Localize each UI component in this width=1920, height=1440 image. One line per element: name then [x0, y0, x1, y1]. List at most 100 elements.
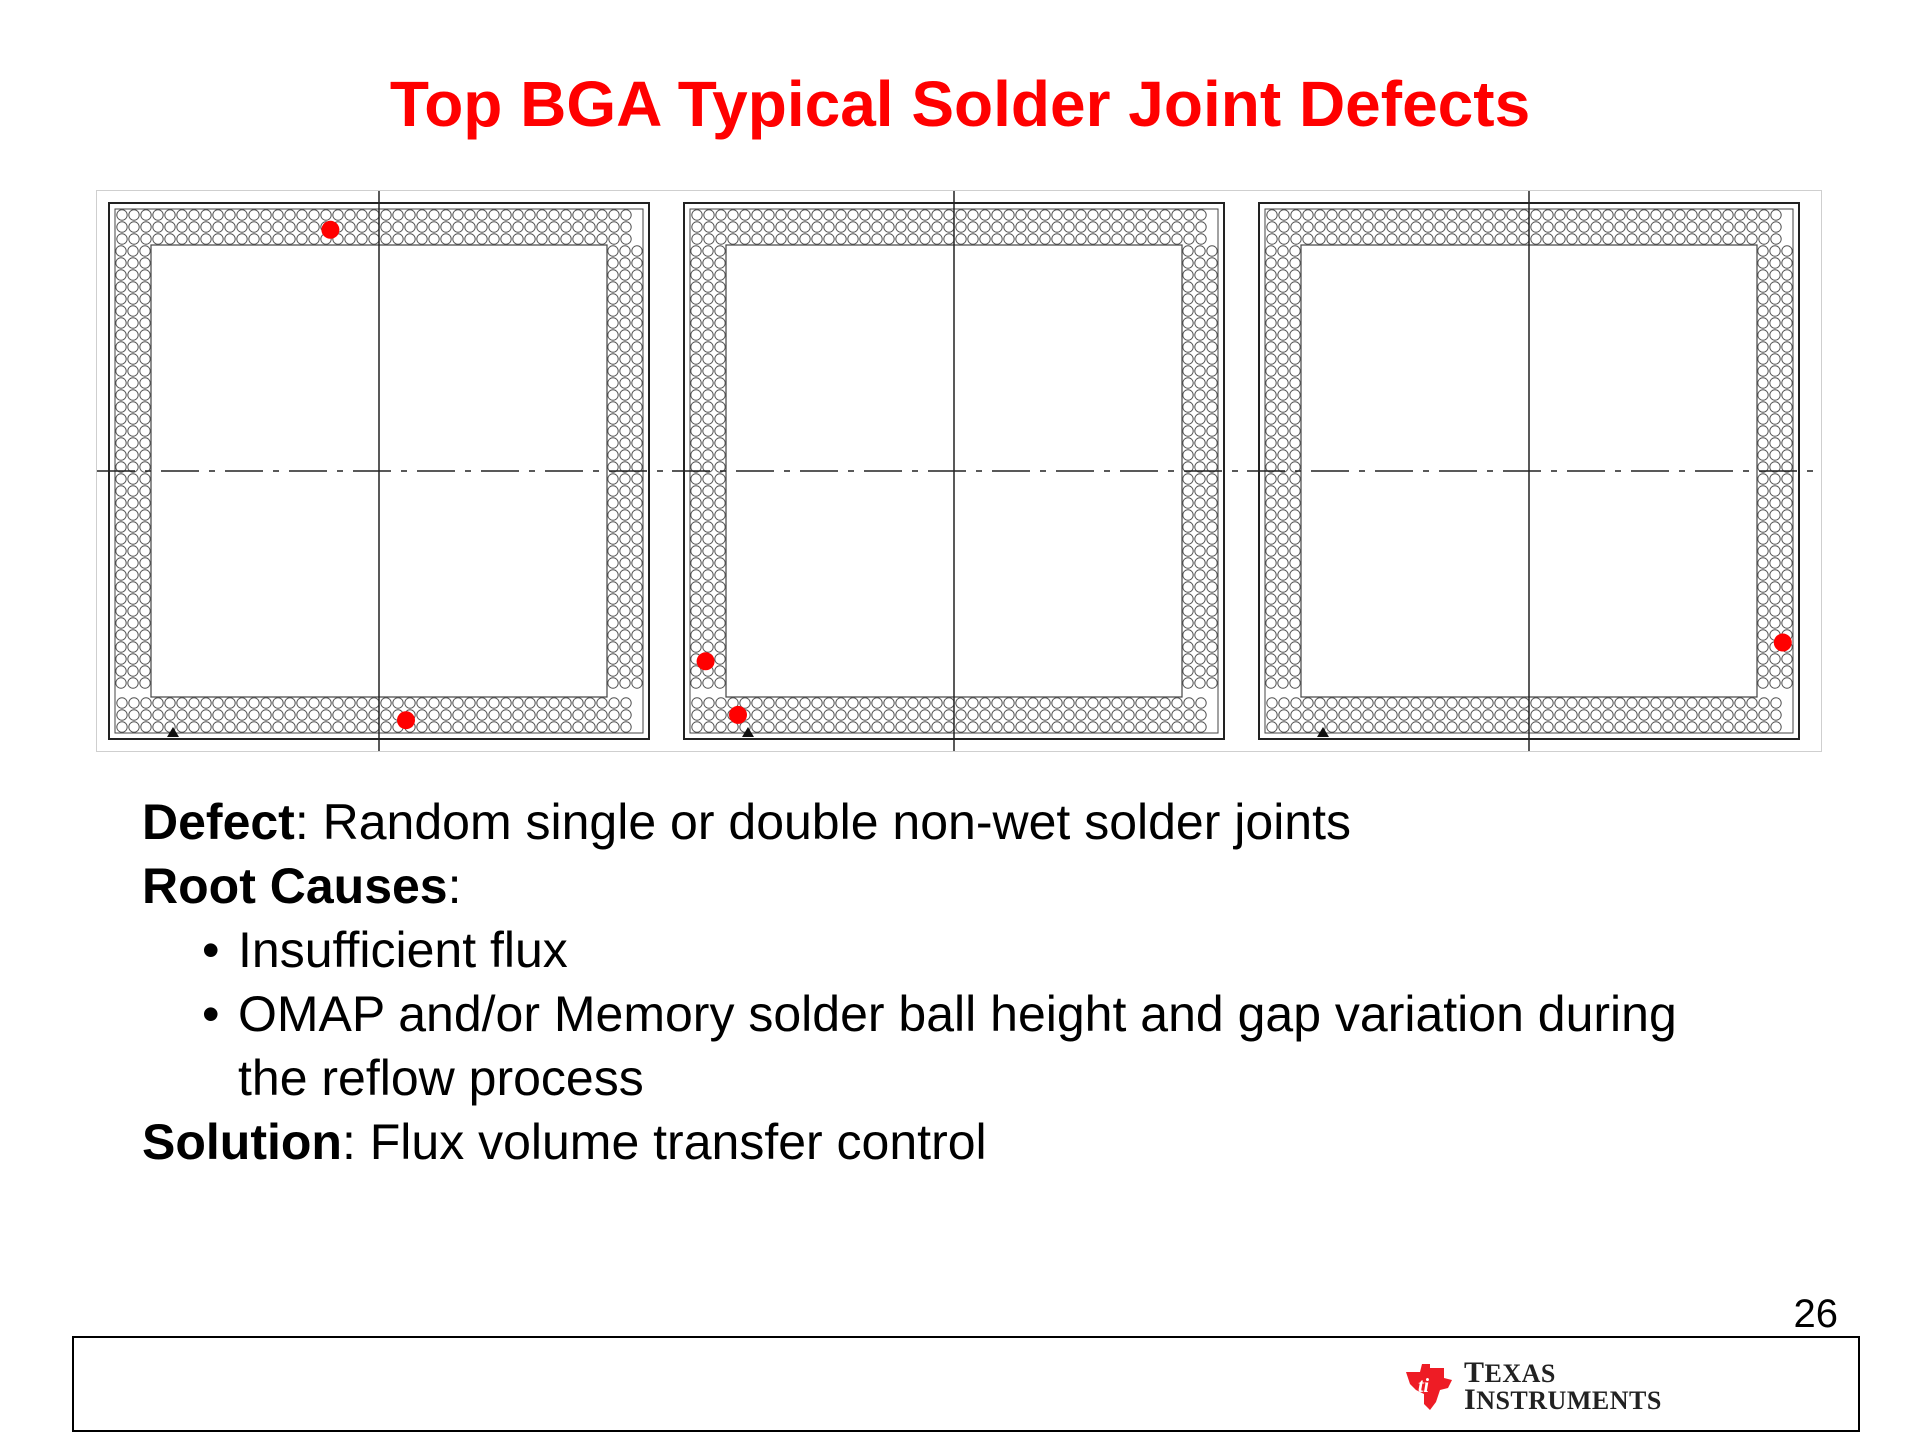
solder-ball: [1650, 709, 1662, 721]
solder-ball: [1518, 209, 1530, 221]
solder-ball: [1194, 305, 1206, 317]
solder-ball: [1194, 629, 1206, 641]
solder-ball: [116, 709, 128, 721]
solder-ball: [714, 533, 726, 545]
solder-ball: [1123, 709, 1135, 721]
solder-ball: [763, 209, 775, 221]
solder-ball: [690, 677, 702, 689]
solder-ball: [1769, 473, 1781, 485]
solder-ball: [1265, 257, 1277, 269]
solder-ball: [619, 293, 631, 305]
solder-ball: [536, 221, 548, 233]
solder-ball: [1087, 721, 1099, 733]
solder-ball: [607, 677, 619, 689]
solder-ball: [1265, 545, 1277, 557]
solder-ball: [416, 709, 428, 721]
solder-ball: [739, 221, 751, 233]
solder-ball: [1422, 697, 1434, 709]
solder-ball: [1757, 425, 1769, 437]
solder-ball: [1638, 709, 1650, 721]
solder-ball: [296, 697, 308, 709]
solder-ball: [139, 497, 151, 509]
solder-ball: [619, 365, 631, 377]
solder-ball: [1051, 697, 1063, 709]
solder-ball: [1277, 557, 1289, 569]
solder-ball: [690, 245, 702, 257]
solder-ball: [763, 221, 775, 233]
solder-ball: [284, 721, 296, 733]
solder-ball: [488, 209, 500, 221]
solder-ball: [1147, 233, 1159, 245]
solder-ball: [631, 293, 643, 305]
solder-ball: [1266, 721, 1278, 733]
solder-ball: [1410, 233, 1422, 245]
solder-ball: [1265, 521, 1277, 533]
solder-ball: [127, 377, 139, 389]
solder-ball: [152, 209, 164, 221]
solder-ball: [1277, 617, 1289, 629]
solder-ball: [115, 473, 127, 485]
solder-ball: [272, 709, 284, 721]
solder-ball: [127, 581, 139, 593]
solder-ball: [1494, 721, 1506, 733]
solder-ball: [560, 233, 572, 245]
solder-ball: [608, 209, 620, 221]
solder-ball: [631, 605, 643, 617]
solder-ball: [284, 233, 296, 245]
solder-ball: [1386, 709, 1398, 721]
solder-ball: [1482, 221, 1494, 233]
solder-ball: [714, 281, 726, 293]
solder-ball: [380, 697, 392, 709]
solder-ball: [1758, 233, 1770, 245]
solder-ball: [488, 721, 500, 733]
solder-ball: [715, 697, 727, 709]
defect-spot: [321, 220, 340, 239]
solder-ball: [1075, 721, 1087, 733]
solder-ball: [1602, 697, 1614, 709]
solder-ball: [1206, 545, 1218, 557]
solder-ball: [619, 665, 631, 677]
solder-ball: [955, 209, 967, 221]
solder-ball: [1147, 221, 1159, 233]
solder-ball: [775, 721, 787, 733]
solder-ball: [127, 305, 139, 317]
solder-ball: [1638, 221, 1650, 233]
solder-ball: [248, 697, 260, 709]
solder-ball: [127, 617, 139, 629]
solder-ball: [1734, 721, 1746, 733]
solder-ball: [1206, 353, 1218, 365]
solder-ball: [714, 473, 726, 485]
solder-ball: [404, 697, 416, 709]
solder-ball: [1757, 665, 1769, 677]
solder-ball: [1746, 221, 1758, 233]
solder-ball: [380, 721, 392, 733]
solder-ball: [1386, 721, 1398, 733]
solder-ball: [1722, 709, 1734, 721]
solution-line: Solution: Flux volume transfer control: [142, 1110, 1842, 1174]
solder-ball: [1482, 697, 1494, 709]
solder-ball: [116, 209, 128, 221]
solder-ball: [1770, 221, 1782, 233]
solder-ball: [188, 221, 200, 233]
solder-ball: [115, 317, 127, 329]
solder-ball: [1769, 581, 1781, 593]
solder-ball: [607, 617, 619, 629]
solder-ball: [631, 329, 643, 341]
solder-ball: [332, 697, 344, 709]
solder-ball: [1734, 233, 1746, 245]
solder-ball: [1277, 521, 1289, 533]
solder-ball: [690, 257, 702, 269]
solder-ball: [1626, 233, 1638, 245]
solder-ball: [1590, 209, 1602, 221]
solder-ball: [139, 245, 151, 257]
solder-ball: [619, 269, 631, 281]
solder-ball: [631, 521, 643, 533]
solder-ball: [1518, 697, 1530, 709]
solder-ball: [1781, 293, 1793, 305]
solder-ball: [1769, 245, 1781, 257]
solder-ball: [1277, 605, 1289, 617]
solder-ball: [1182, 569, 1194, 581]
solder-ball: [572, 709, 584, 721]
solder-ball: [1206, 617, 1218, 629]
solder-ball: [619, 449, 631, 461]
